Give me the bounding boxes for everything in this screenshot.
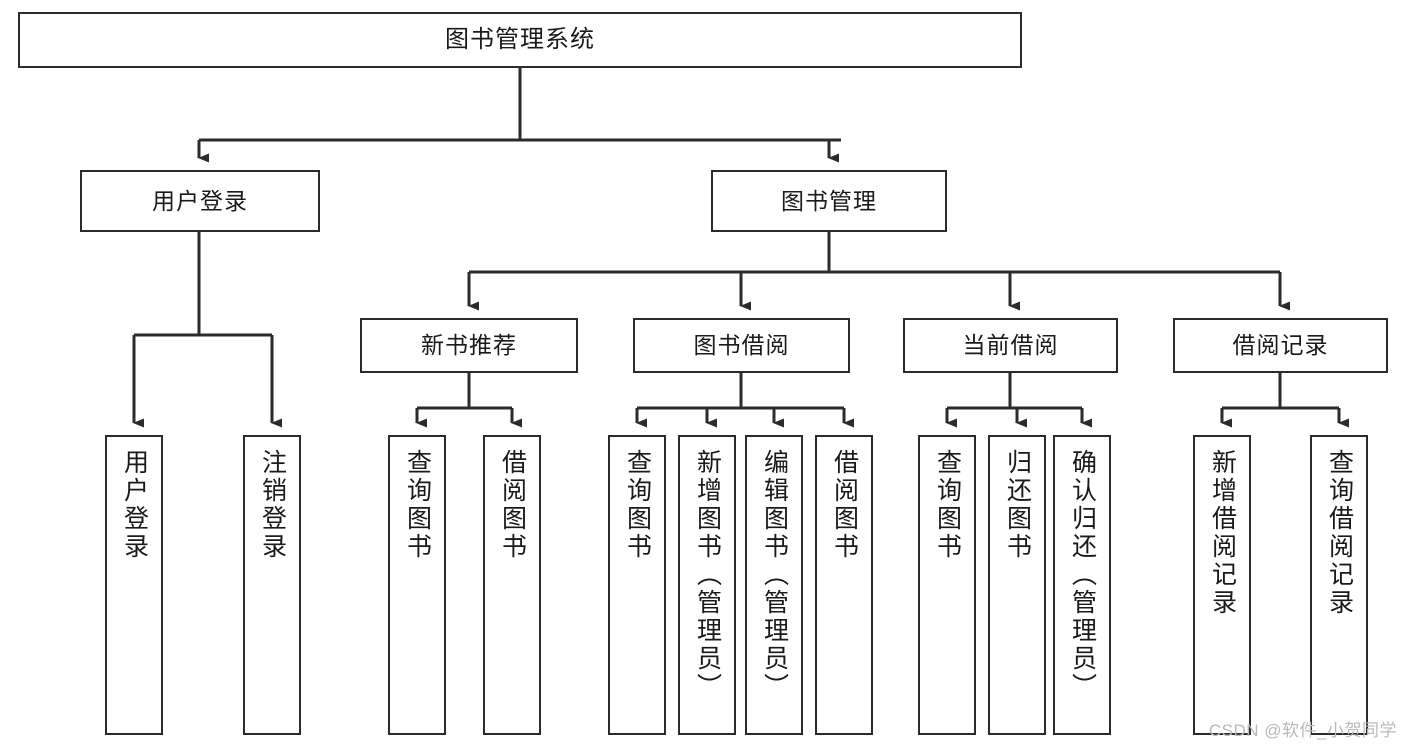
node-leaf-return-book-label: 归还图书 xyxy=(1003,449,1032,561)
node-leaf-confirm-return-label: 确认归还（管理员） xyxy=(1068,449,1097,701)
node-current-borrow-label: 当前借阅 xyxy=(962,332,1059,358)
node-leaf-query-book-recommend[interactable]: 查询图书 xyxy=(388,435,446,735)
node-new-book-recommend-label: 新书推荐 xyxy=(421,332,517,358)
node-leaf-borrow-book-recommend-label: 借阅图书 xyxy=(498,449,527,561)
node-root[interactable]: 图书管理系统 xyxy=(18,12,1022,68)
node-leaf-borrow-book-label: 借阅图书 xyxy=(830,449,859,561)
node-borrow-record[interactable]: 借阅记录 xyxy=(1173,318,1388,373)
node-borrow-record-label: 借阅记录 xyxy=(1232,332,1329,358)
node-book-borrow[interactable]: 图书借阅 xyxy=(633,318,850,373)
node-leaf-add-book-label: 新增图书（管理员） xyxy=(693,449,722,701)
node-leaf-query-book-current[interactable]: 查询图书 xyxy=(918,435,976,735)
node-leaf-add-borrow-record-label: 新增借阅记录 xyxy=(1208,449,1237,617)
node-current-borrow[interactable]: 当前借阅 xyxy=(903,318,1118,373)
node-leaf-user-login[interactable]: 用户登录 xyxy=(105,435,163,735)
node-leaf-query-book-borrow[interactable]: 查询图书 xyxy=(608,435,666,735)
node-leaf-borrow-book-recommend[interactable]: 借阅图书 xyxy=(483,435,541,735)
node-user-login[interactable]: 用户登录 xyxy=(80,170,320,232)
node-leaf-edit-book-label: 编辑图书（管理员） xyxy=(760,449,789,701)
node-leaf-add-borrow-record[interactable]: 新增借阅记录 xyxy=(1193,435,1251,735)
node-leaf-borrow-book[interactable]: 借阅图书 xyxy=(815,435,873,735)
node-leaf-logout-label: 注销登录 xyxy=(258,449,287,561)
node-leaf-logout[interactable]: 注销登录 xyxy=(243,435,301,735)
node-leaf-confirm-return[interactable]: 确认归还（管理员） xyxy=(1053,435,1111,735)
node-leaf-edit-book[interactable]: 编辑图书（管理员） xyxy=(745,435,803,735)
node-leaf-query-book-borrow-label: 查询图书 xyxy=(623,449,652,561)
node-leaf-user-login-label: 用户登录 xyxy=(120,449,149,561)
node-leaf-query-book-recommend-label: 查询图书 xyxy=(403,449,432,561)
node-leaf-query-borrow-record[interactable]: 查询借阅记录 xyxy=(1310,435,1368,735)
node-user-login-label: 用户登录 xyxy=(152,187,248,214)
node-leaf-add-book[interactable]: 新增图书（管理员） xyxy=(678,435,736,735)
node-new-book-recommend[interactable]: 新书推荐 xyxy=(360,318,578,373)
node-leaf-query-borrow-record-label: 查询借阅记录 xyxy=(1325,449,1354,617)
node-book-management-label: 图书管理 xyxy=(781,187,877,214)
node-leaf-return-book[interactable]: 归还图书 xyxy=(988,435,1046,735)
node-root-label: 图书管理系统 xyxy=(445,26,595,53)
node-book-borrow-label: 图书借阅 xyxy=(693,332,790,358)
node-leaf-query-book-current-label: 查询图书 xyxy=(933,449,962,561)
node-book-management[interactable]: 图书管理 xyxy=(711,170,947,232)
